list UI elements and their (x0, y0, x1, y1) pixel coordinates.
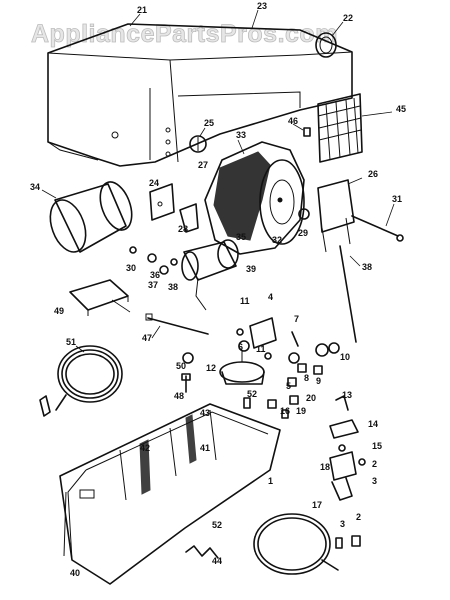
callout-c10: 10 (340, 352, 350, 362)
callout-c11a: 11 (240, 296, 250, 306)
leader-lines (41, 9, 395, 353)
drive-motor (181, 239, 239, 311)
rod (339, 245, 357, 343)
callout-c46: 46 (288, 116, 298, 126)
callout-c2a: 2 (372, 459, 377, 469)
callout-c27: 27 (198, 160, 208, 170)
callout-c42: 42 (140, 443, 150, 453)
bolts-bottom (335, 535, 361, 549)
callout-c3b: 3 (340, 519, 345, 529)
callout-c23: 23 (257, 1, 267, 11)
fan-shroud (204, 141, 305, 255)
callout-c24: 24 (149, 178, 159, 188)
small-hardware (129, 246, 178, 275)
callout-c16: 16 (280, 406, 290, 416)
callout-c13: 13 (342, 390, 352, 400)
washer (298, 208, 310, 220)
callout-c1: 1 (268, 476, 273, 486)
callout-c38b: 38 (168, 282, 178, 292)
callout-c36: 36 (150, 270, 160, 280)
long-rod (145, 313, 209, 335)
screw-post (181, 352, 194, 393)
callout-c48: 48 (174, 391, 184, 401)
callout-c12: 12 (206, 363, 216, 373)
callout-c52b: 52 (212, 520, 222, 530)
ice-bin-tray (59, 403, 281, 585)
callout-c21: 21 (137, 5, 147, 15)
callout-c11b: 11 (256, 344, 266, 354)
nut-cluster (287, 363, 323, 387)
callout-c39: 39 (246, 264, 256, 274)
cord-clip (39, 395, 51, 417)
callout-c22: 22 (343, 13, 353, 23)
callout-c2b: 2 (356, 512, 361, 522)
thermostat-knob (189, 135, 207, 153)
switch-assembly (317, 179, 355, 253)
callout-c37: 37 (148, 280, 158, 290)
callout-c44: 44 (212, 556, 222, 566)
callout-c5: 5 (286, 381, 291, 391)
callout-c52a: 52 (247, 389, 257, 399)
callout-c43: 43 (200, 408, 210, 418)
callout-c45: 45 (396, 104, 406, 114)
callout-c38a: 38 (362, 262, 372, 272)
small-bracket (179, 203, 199, 233)
callout-c50: 50 (176, 361, 186, 371)
coiled-cord (55, 345, 123, 411)
water-valve-fittings (236, 317, 340, 364)
callout-c19: 19 (296, 406, 306, 416)
callout-c25: 25 (204, 118, 214, 128)
ice-maker-housing (47, 23, 353, 167)
callout-c49: 49 (54, 306, 64, 316)
callout-c41: 41 (200, 443, 210, 453)
small-clip (303, 127, 311, 137)
callout-c3a: 3 (372, 476, 377, 486)
callout-c32a: 32 (272, 235, 282, 245)
grille-panel (317, 93, 363, 163)
mounting-bracket (149, 183, 175, 221)
callout-c40: 40 (70, 568, 80, 578)
callout-c33: 33 (236, 130, 246, 140)
callout-c6: 6 (238, 342, 243, 352)
callout-c31: 31 (392, 194, 402, 204)
callout-c29: 29 (298, 228, 308, 238)
spring (185, 545, 219, 559)
callout-c4: 4 (268, 292, 273, 302)
callout-c34: 34 (30, 182, 40, 192)
callout-c17: 17 (312, 500, 322, 510)
callout-c26: 26 (368, 169, 378, 179)
shaft (351, 215, 404, 242)
cylinder-drum (49, 181, 133, 253)
callout-c18: 18 (320, 462, 330, 472)
wire-loop (253, 513, 339, 575)
round-cap (315, 32, 337, 58)
callout-c47: 47 (142, 333, 152, 343)
ejector-assembly (329, 395, 366, 501)
callout-c20: 20 (306, 393, 316, 403)
callout-c35: 35 (236, 232, 246, 242)
ice-mold (219, 350, 265, 385)
callout-c28: 28 (178, 224, 188, 234)
callout-c7: 7 (294, 314, 299, 324)
callout-c14: 14 (368, 419, 378, 429)
callout-c8: 8 (304, 373, 309, 383)
callout-c15: 15 (372, 441, 382, 451)
callout-c30: 30 (126, 263, 136, 273)
callout-c9: 9 (316, 376, 321, 386)
shelf-plate (69, 279, 129, 316)
watermark: AppliancePartsPros.com (31, 20, 338, 48)
callout-c51: 51 (66, 337, 76, 347)
small-parts-right (243, 395, 299, 419)
